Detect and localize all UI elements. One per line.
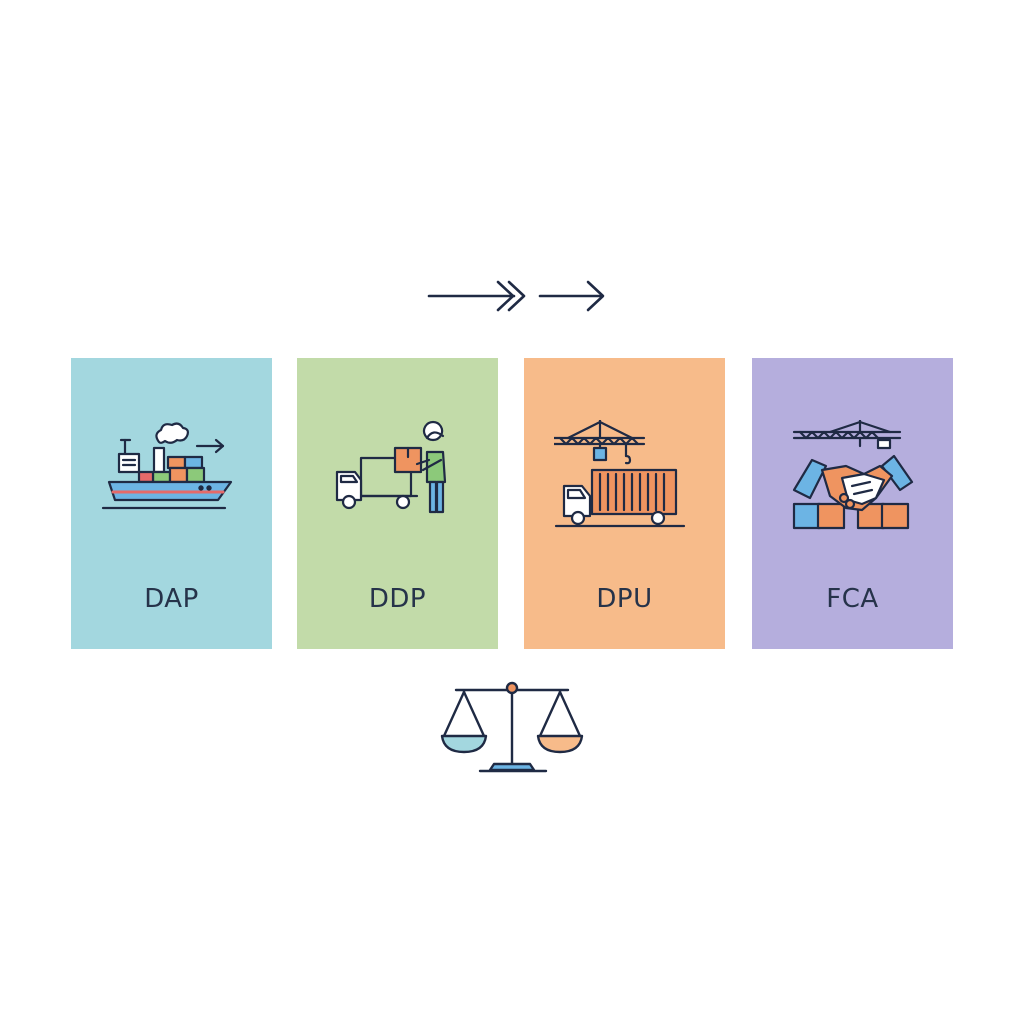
card-label-dpu: DPU [596, 584, 653, 614]
card-dpu: DPU [524, 358, 725, 649]
delivery-person-icon [335, 420, 447, 514]
flow-arrows-icon [427, 280, 605, 312]
cargo-ship-icon [101, 422, 233, 510]
card-ddp: DDP [297, 358, 498, 649]
card-fca: FCA [752, 358, 953, 649]
card-label-ddp: DDP [368, 584, 427, 614]
card-label-dap: DAP [144, 584, 199, 614]
crane-truck-icon [554, 420, 686, 528]
handshake-icon [792, 420, 914, 530]
balance-scale-icon [440, 681, 584, 773]
card-dap: DAP [71, 358, 272, 649]
card-label-fca: FCA [826, 584, 879, 614]
